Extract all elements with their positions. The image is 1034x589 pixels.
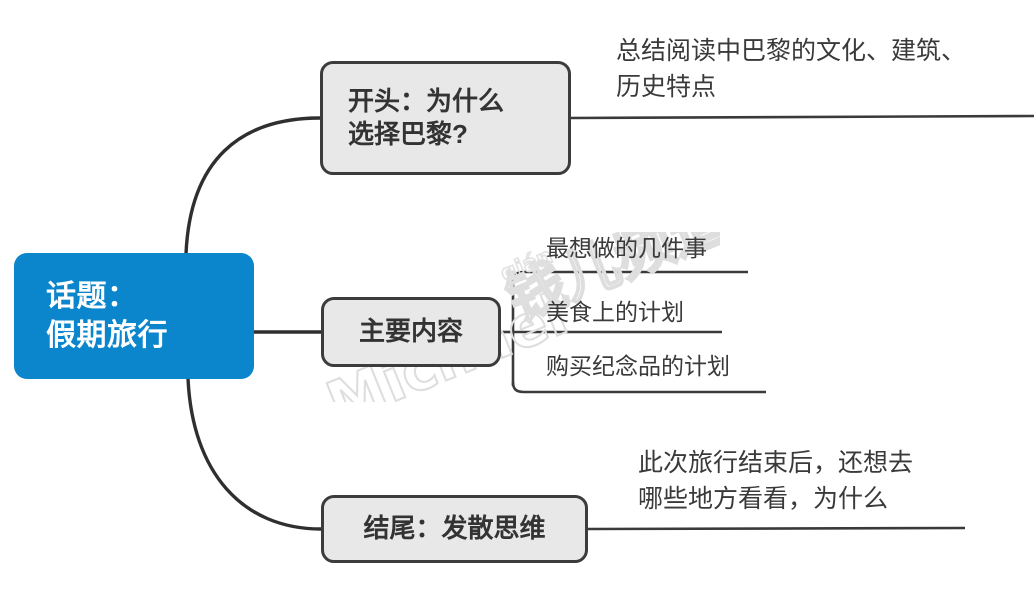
mindmap-leaf-things-to-do[interactable]: 最想做的几件事 — [546, 235, 707, 261]
mindmap-root-node[interactable]: 话题： 假期旅行 — [14, 253, 254, 379]
mindmap-branch-label-ending: 结尾：发散思维 — [363, 513, 546, 544]
mindmap-branch-label-main-content: 主要内容 — [358, 316, 463, 347]
edge-b2-to-leaf4 — [511, 381, 766, 394]
mindmap-branch-label-opening: 开头：为什么 选择巴黎? — [348, 85, 505, 149]
mindmap-leaf-opening-summary[interactable]: 总结阅读中巴黎的文化、建筑、 历史特点 — [616, 37, 967, 101]
mindmap-leaf-ending-reflection[interactable]: 此次旅行结束后，还想去 哪些地方看看，为什么 — [638, 449, 914, 513]
mindmap-branch-node-ending[interactable]: 结尾：发散思维 — [321, 495, 588, 563]
edge-root-to-b1 — [184, 116, 322, 256]
edge-root-to-b3 — [186, 376, 323, 531]
mindmap-root-label: 话题： 假期旅行 — [46, 280, 168, 352]
mindmap-branch-node-opening[interactable]: 开头：为什么 选择巴黎? — [320, 61, 571, 175]
mindmap-branch-node-main-content[interactable]: 主要内容 — [321, 297, 501, 367]
edge-b3-to-leaf5 — [587, 526, 966, 531]
mindmap-leaf-souvenir-plan[interactable]: 购买纪念品的计划 — [546, 353, 730, 379]
mindmap-leaf-food-plan[interactable]: 美食上的计划 — [546, 299, 684, 325]
edge-b1-to-leaf1 — [570, 114, 1034, 120]
edge-b2-to-leaf2 — [511, 270, 748, 283]
